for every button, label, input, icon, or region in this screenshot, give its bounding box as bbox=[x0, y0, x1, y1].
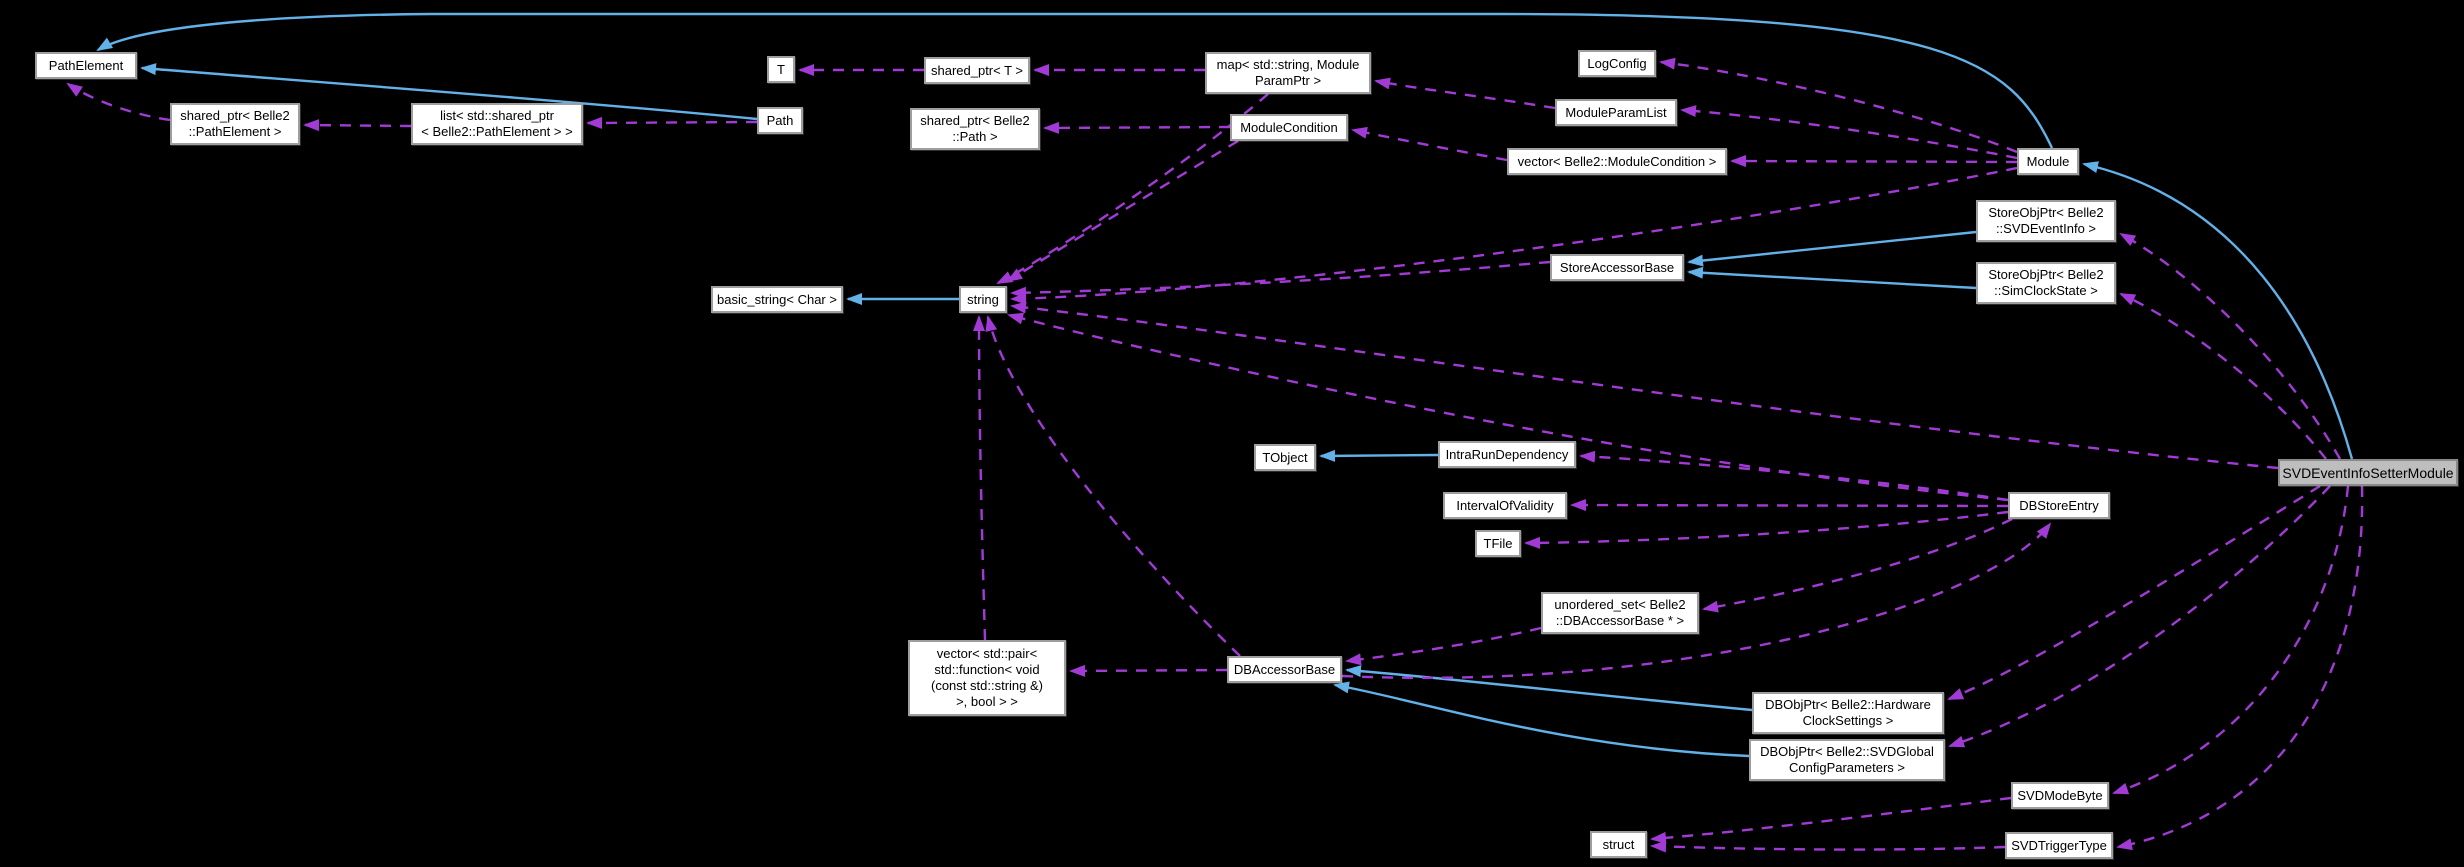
node-moduleparamlist[interactable]: ModuleParamList bbox=[1555, 99, 1677, 126]
edge-intrarundependency-to-tobject bbox=[1319, 449, 1439, 462]
edge-modulecondition-to-sp_path bbox=[1043, 121, 1231, 134]
edge-svdeventinfosettermodule-to-dbobjptr_svdglobalconfigparameters bbox=[1948, 485, 2331, 748]
node-sp_path[interactable]: shared_ptr< Belle2 ::Path > bbox=[910, 108, 1040, 150]
edge-svdeventinfosettermodule-to-sop_svdeventinfo bbox=[2119, 232, 2342, 460]
node-svdeventinfosettermodule: SVDEventInfoSetterModule bbox=[2278, 459, 2458, 486]
edge-svdeventinfosettermodule-to-string bbox=[1010, 301, 2279, 470]
edge-dbstoreentry-to-intrarundependency bbox=[1579, 450, 2009, 502]
node-svdmodebyte[interactable]: SVDModeByte bbox=[2011, 782, 2109, 809]
edge-dbstoreentry-to-intervalofvalidity bbox=[1570, 499, 2009, 512]
node-intervalofvalidity[interactable]: IntervalOfValidity bbox=[1443, 492, 1567, 519]
edge-dbstoreentry-to-tfile bbox=[1524, 510, 2009, 549]
edge-vector_modulecondition-to-modulecondition bbox=[1351, 126, 1508, 162]
node-sp_pathelement[interactable]: shared_ptr< Belle2 ::PathElement > bbox=[170, 103, 300, 145]
node-tfile[interactable]: TFile bbox=[1475, 530, 1521, 557]
edge-svdeventinfosettermodule-to-module bbox=[2082, 161, 2354, 460]
edge-module-to-vector_modulecondition bbox=[1730, 155, 2018, 168]
edge-sp_pathelement-to-pathelement bbox=[66, 82, 171, 122]
edge-unordered_set_dbaccessorbase-to-dbaccessorbase bbox=[1345, 626, 1542, 666]
node-dbstoreentry[interactable]: DBStoreEntry bbox=[2008, 492, 2110, 519]
edge-dbstoreentry-to-string bbox=[1007, 312, 2009, 502]
edge-vector_pair_function-to-string bbox=[973, 315, 987, 641]
node-storeaccessorbase[interactable]: StoreAccessorBase bbox=[1550, 254, 1684, 281]
node-module[interactable]: Module bbox=[2017, 148, 2079, 175]
edge-module-to-pathelement bbox=[96, 12, 2054, 149]
edge-path-to-pathelement bbox=[140, 63, 758, 121]
edge-module-to-moduleparamlist bbox=[1680, 105, 2018, 160]
edge-dbaccessorbase-to-string bbox=[985, 315, 1241, 657]
node-struct[interactable]: struct bbox=[1590, 831, 1647, 858]
edge-dbobjptr_svdglobalconfigparameters-to-dbaccessorbase bbox=[1333, 681, 1750, 758]
node-vector_modulecondition[interactable]: vector< Belle2::ModuleCondition > bbox=[1507, 148, 1727, 175]
node-sop_svdeventinfo[interactable]: StoreObjPtr< Belle2 ::SVDEventInfo > bbox=[1976, 200, 2116, 242]
node-modulecondition[interactable]: ModuleCondition bbox=[1230, 114, 1348, 141]
edge-module-to-string bbox=[1010, 166, 2018, 305]
edge-dbobjptr_hardwareclocksettings-to-dbaccessorbase bbox=[1345, 665, 1753, 712]
edge-modulecondition-to-string bbox=[1006, 139, 1239, 283]
edge-moduleparamlist-to-map_moduleparamptr bbox=[1374, 77, 1556, 110]
node-unordered_set_dbaccessorbase[interactable]: unordered_set< Belle2 ::DBAccessorBase *… bbox=[1541, 592, 1699, 634]
edge-svdeventinfosettermodule-to-sop_simclockstate bbox=[2119, 292, 2327, 460]
edge-svdeventinfosettermodule-to-svdmodebyte bbox=[2112, 485, 2350, 795]
node-basic_string[interactable]: basic_string< Char > bbox=[711, 286, 843, 313]
node-sop_simclockstate[interactable]: StoreObjPtr< Belle2 ::SimClockState > bbox=[1976, 262, 2116, 304]
edge-list_sp_pathelement-to-sp_pathelement bbox=[303, 119, 412, 132]
edge-path-to-list_sp_pathelement bbox=[586, 116, 758, 129]
edge-storeaccessorbase-to-string bbox=[1010, 260, 1551, 299]
edge-sop_simclockstate-to-storeaccessorbase bbox=[1687, 266, 1977, 290]
node-intrarundependency[interactable]: IntraRunDependency bbox=[1438, 441, 1576, 468]
node-path[interactable]: Path bbox=[757, 107, 803, 134]
edge-dbaccessorbase-to-vector_pair_function bbox=[1069, 664, 1228, 677]
node-pathelement[interactable]: PathElement bbox=[35, 52, 137, 79]
edge-dbaccessorbase-to-dbstoreentry bbox=[1341, 522, 2052, 680]
edge-module-to-logconfig bbox=[1659, 57, 2018, 154]
edge-sop_svdeventinfo-to-storeaccessorbase bbox=[1687, 230, 1977, 267]
node-sp_t[interactable]: shared_ptr< T > bbox=[924, 57, 1030, 84]
node-dbobjptr_svdglobalconfigparameters[interactable]: DBObjPtr< Belle2::SVDGlobal ConfigParame… bbox=[1749, 739, 1945, 781]
node-list_sp_pathelement[interactable]: list< std::shared_ptr < Belle2::PathElem… bbox=[411, 103, 583, 145]
node-map_moduleparamptr[interactable]: map< std::string, Module ParamPtr > bbox=[1205, 52, 1371, 94]
node-vector_pair_function[interactable]: vector< std::pair< std::function< void (… bbox=[908, 640, 1066, 716]
node-dbobjptr_hardwareclocksettings[interactable]: DBObjPtr< Belle2::Hardware ClockSettings… bbox=[1752, 692, 1944, 734]
edge-svdeventinfosettermodule-to-svdtriggertype bbox=[2116, 485, 2364, 851]
edge-dbstoreentry-to-unordered_set_dbaccessorbase bbox=[1702, 517, 2013, 613]
node-tobject[interactable]: TObject bbox=[1254, 444, 1316, 471]
node-svdtriggertype[interactable]: SVDTriggerType bbox=[2005, 832, 2113, 859]
edge-svdmodebyte-to-struct bbox=[1650, 796, 2012, 844]
node-string[interactable]: string bbox=[959, 286, 1007, 313]
node-dbaccessorbase[interactable]: DBAccessorBase bbox=[1227, 656, 1342, 683]
edge-svdtriggertype-to-struct bbox=[1650, 840, 2006, 853]
node-logconfig[interactable]: LogConfig bbox=[1578, 50, 1656, 77]
node-t[interactable]: T bbox=[767, 56, 795, 83]
edge-svdeventinfosettermodule-to-dbobjptr_hardwareclocksettings bbox=[1947, 484, 2321, 701]
